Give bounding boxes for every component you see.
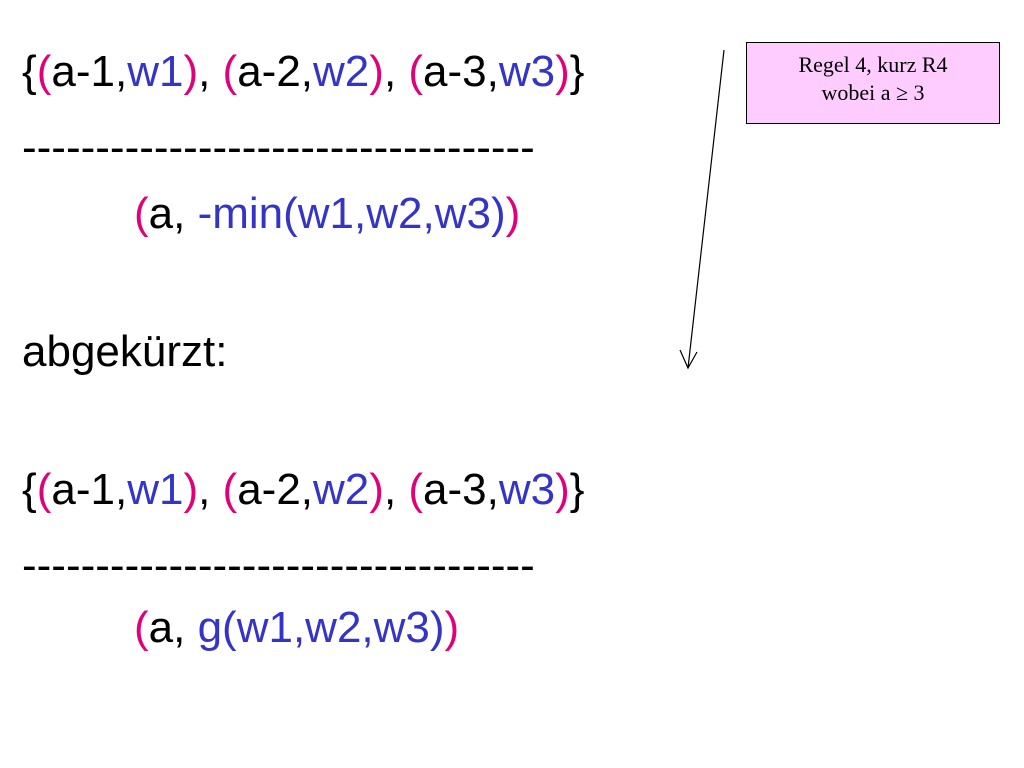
pair-weight: w1 [127, 47, 184, 96]
conclusion-index: a, [148, 603, 198, 652]
rule-note-title: Regel 4, kurz R4 [798, 52, 948, 77]
pair-weight: w2 [313, 465, 370, 514]
pair-index: a-3, [423, 47, 499, 96]
paren: ) [369, 465, 384, 514]
paren: ( [408, 465, 424, 514]
separator: , [383, 465, 409, 514]
paren: ( [222, 47, 238, 96]
paren: ) [505, 189, 521, 238]
separator: , [198, 465, 223, 514]
paren: ( [134, 603, 149, 652]
paren: ) [183, 465, 199, 514]
paren: ( [36, 465, 52, 514]
paren: ( [222, 465, 238, 514]
pair-index: a-2, [237, 47, 314, 96]
divider-line-1: ----------------------------------- [22, 123, 535, 172]
pair-weight: w3 [498, 47, 556, 96]
close-brace: } [569, 47, 585, 96]
separator: , [383, 47, 409, 96]
formula-premises-2: {(a-1,w1), (a-2,w2), (a-3,w3)} [22, 464, 584, 516]
conclusion-2: (a, g(w1,w2,w3)) [134, 602, 459, 654]
rule-note-condition: wobei a ≥ 3 [821, 80, 925, 105]
pair-weight: w2 [313, 47, 370, 96]
paren: ) [183, 47, 199, 96]
close-brace: } [569, 465, 585, 514]
conclusion-expression: -min(w1,w2,w3) [197, 189, 506, 238]
rule-note-box: Regel 4, kurz R4 wobei a ≥ 3 [746, 42, 1000, 124]
paren: ) [555, 47, 570, 96]
pair-index: a-2, [237, 465, 314, 514]
paren: ( [134, 189, 149, 238]
divider-line-2: ----------------------------------- [22, 541, 535, 590]
open-brace: { [22, 465, 37, 514]
conclusion-index: a, [148, 189, 198, 238]
conclusion-expression: g(w1,w2,w3) [197, 603, 445, 652]
paren: ( [36, 47, 52, 96]
open-brace: { [22, 47, 37, 96]
pair-index: a-1, [51, 465, 128, 514]
pair-weight: w1 [127, 465, 184, 514]
paren: ) [369, 47, 384, 96]
pair-index: a-1, [51, 47, 128, 96]
formula-premises-1: {(a-1,w1), (a-2,w2), (a-3,w3)} [22, 46, 584, 98]
paren: ( [408, 47, 424, 96]
abbreviation-label: abgekürzt: [22, 327, 228, 376]
pair-weight: w3 [498, 465, 556, 514]
paren: ) [444, 603, 460, 652]
paren: ) [555, 465, 570, 514]
pair-index: a-3, [423, 465, 499, 514]
conclusion-1: (a, -min(w1,w2,w3)) [134, 188, 520, 240]
separator: , [198, 47, 223, 96]
